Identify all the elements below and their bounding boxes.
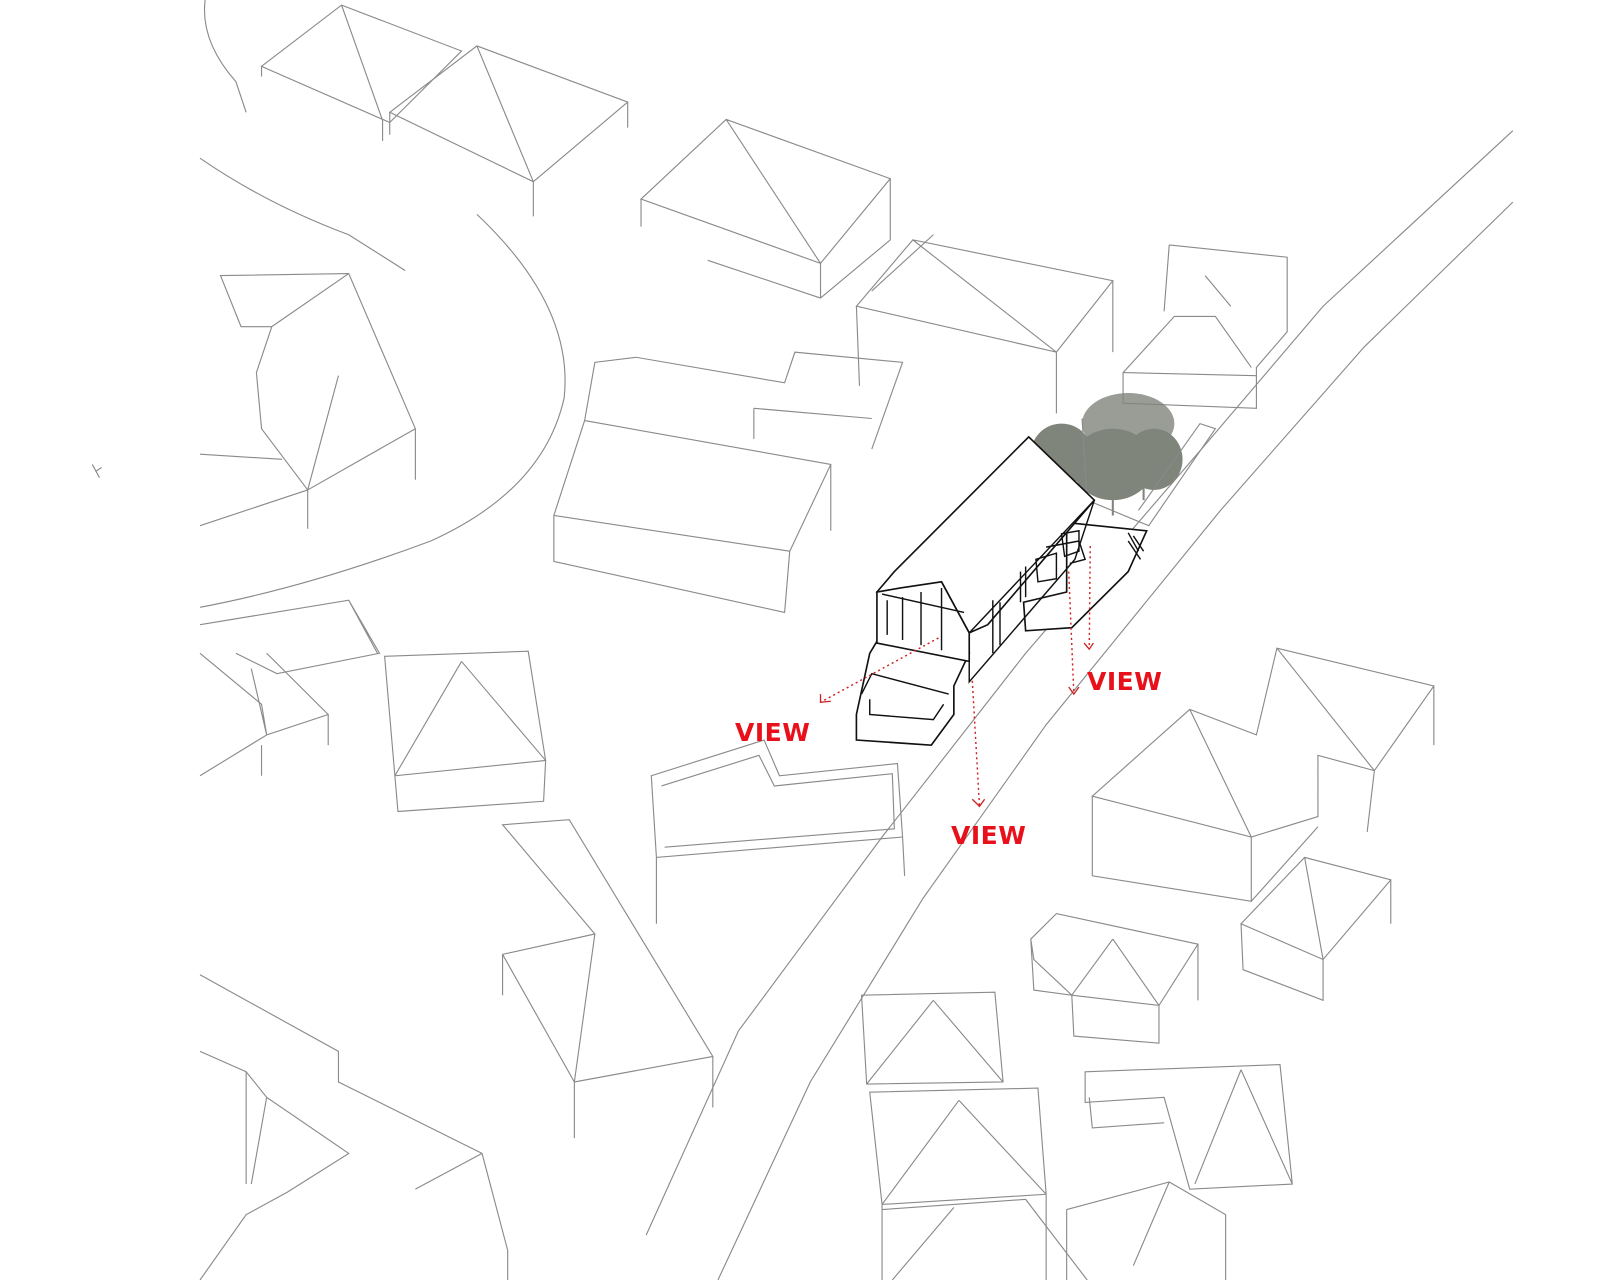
view-arrow-left (820, 637, 939, 703)
view-label-left: VIEW (735, 718, 811, 747)
road-lines (199, 0, 1514, 1280)
context-buildings (91, 4, 1435, 1280)
view-label-bottom: VIEW (951, 821, 1027, 850)
view-label-right: VIEW (1087, 667, 1163, 696)
view-arrow-right-1 (1068, 571, 1075, 695)
view-arrow-bottom (971, 680, 981, 807)
subject-house (855, 435, 1148, 746)
view-arrow-right-2 (1088, 546, 1091, 650)
view-arrows (819, 546, 1094, 808)
